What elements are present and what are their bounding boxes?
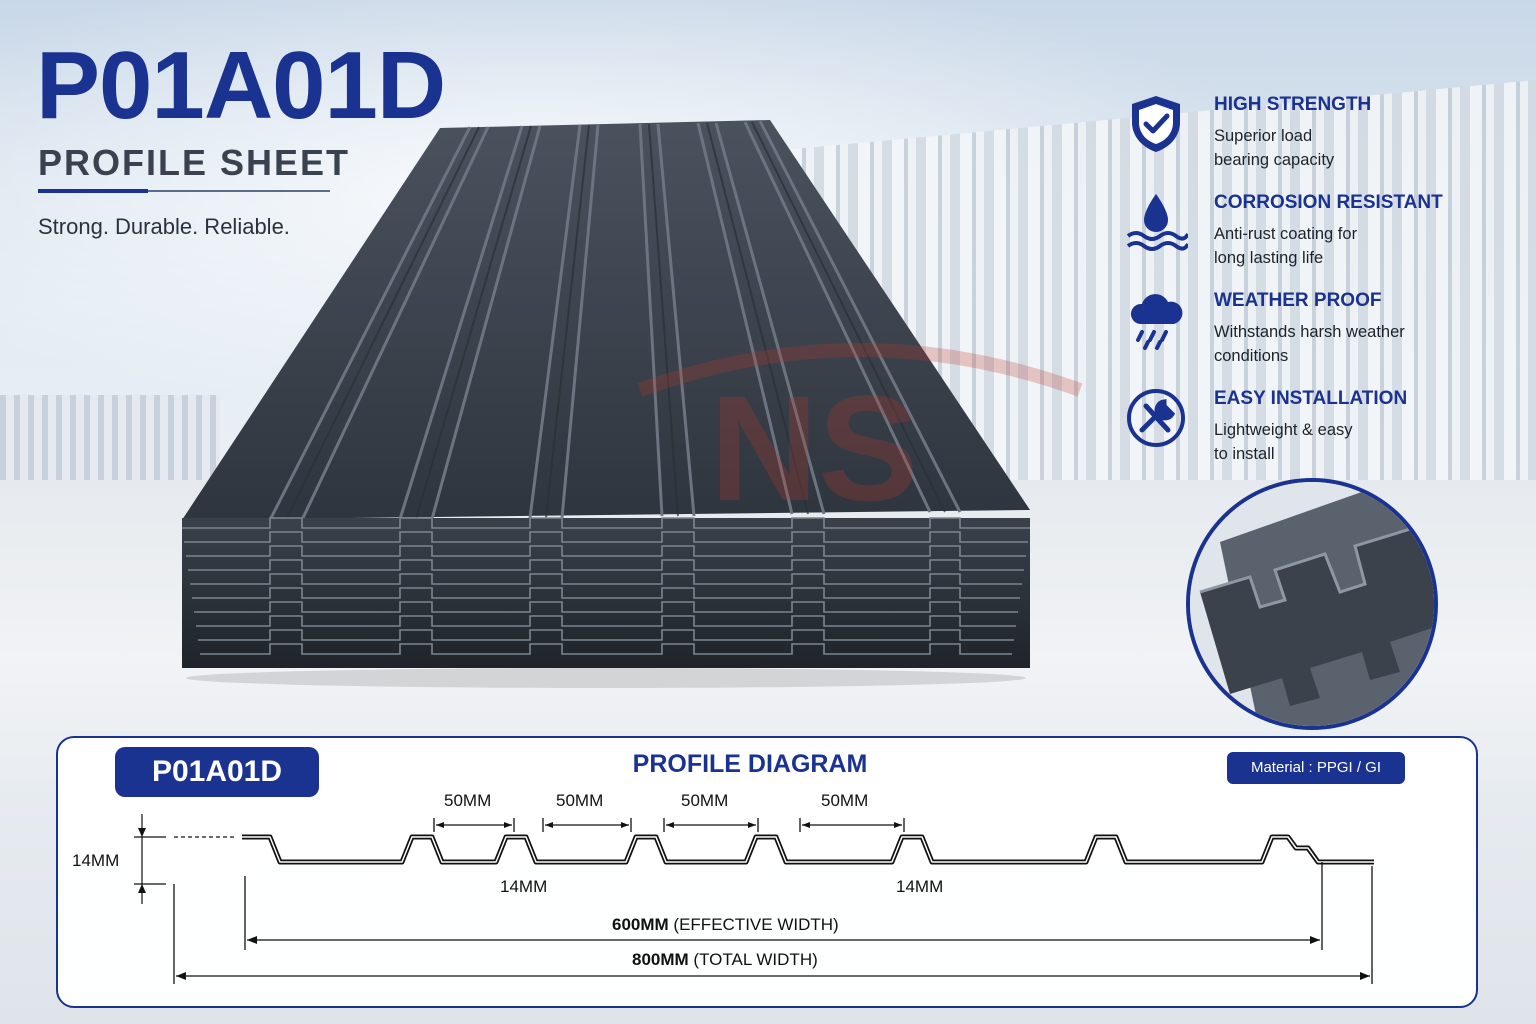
product-subtitle: PROFILE SHEET: [38, 142, 351, 183]
svg-text:NS: NS: [710, 364, 918, 532]
effective-width-label: 600MM (EFFECTIVE WIDTH): [612, 915, 839, 935]
shield-check-icon: [1132, 96, 1180, 152]
background-building-left: [0, 395, 220, 490]
diagram-title: PROFILE DIAGRAM: [632, 750, 868, 778]
feature-description: Withstands harsh weather conditions: [1214, 323, 1405, 365]
wrench-screwdriver-icon: [1127, 389, 1185, 447]
feature-weather-proof: WEATHER PROOF Withstands harsh weather c…: [1124, 286, 1524, 384]
rain-cloud-icon: [1130, 294, 1183, 350]
feature-high-strength: HIGH STRENGTH Superior load bearing capa…: [1124, 90, 1524, 188]
profile-sheet-stack-image: [182, 120, 1030, 688]
feature-description: Superior load bearing capacity: [1214, 127, 1335, 169]
feature-title: EASY INSTALLATION: [1214, 388, 1408, 409]
profile-closeup-image: [1186, 478, 1438, 730]
feature-easy-installation: EASY INSTALLATION Lightweight & easy to …: [1124, 384, 1524, 482]
water-drop-icon: [1126, 194, 1188, 251]
feature-title: CORROSION RESISTANT: [1214, 192, 1443, 213]
features-list: HIGH STRENGTH Superior load bearing capa…: [1124, 90, 1524, 482]
watermark-logo: NS: [637, 343, 1083, 532]
feature-description: Lightweight & easy to install: [1214, 421, 1353, 463]
rib-spacing-label: 50MM: [556, 791, 604, 810]
effective-width-value: 600MM: [612, 915, 669, 934]
depth-label: 14MM: [896, 877, 944, 896]
profile-cross-section-drawing: [134, 814, 1374, 984]
material-badge: Material : PPGI / GI: [1227, 752, 1405, 784]
product-title: P01A01D: [36, 32, 446, 139]
rib-spacing-label: 50MM: [444, 791, 492, 810]
profile-outline: [242, 834, 1374, 865]
feature-corrosion-resistant: CORROSION RESISTANT Anti-rust coating fo…: [1124, 188, 1524, 286]
feature-title: WEATHER PROOF: [1214, 290, 1382, 311]
tagline: Strong. Durable. Reliable.: [38, 214, 290, 239]
height-label: 14MM: [72, 851, 120, 870]
feature-title: HIGH STRENGTH: [1214, 94, 1372, 115]
depth-label: 14MM: [500, 877, 548, 896]
total-width-note: (TOTAL WIDTH): [693, 950, 818, 969]
effective-width-note: (EFFECTIVE WIDTH): [673, 915, 839, 934]
rib-spacing-label: 50MM: [821, 791, 869, 810]
rib-spacing-label: 50MM: [681, 791, 729, 810]
feature-description: Anti-rust coating for long lasting life: [1214, 225, 1358, 267]
total-width-value: 800MM: [632, 950, 689, 969]
product-code-badge: P01A01D: [115, 747, 319, 797]
total-width-label: 800MM (TOTAL WIDTH): [632, 950, 818, 970]
title-divider: [38, 189, 330, 193]
